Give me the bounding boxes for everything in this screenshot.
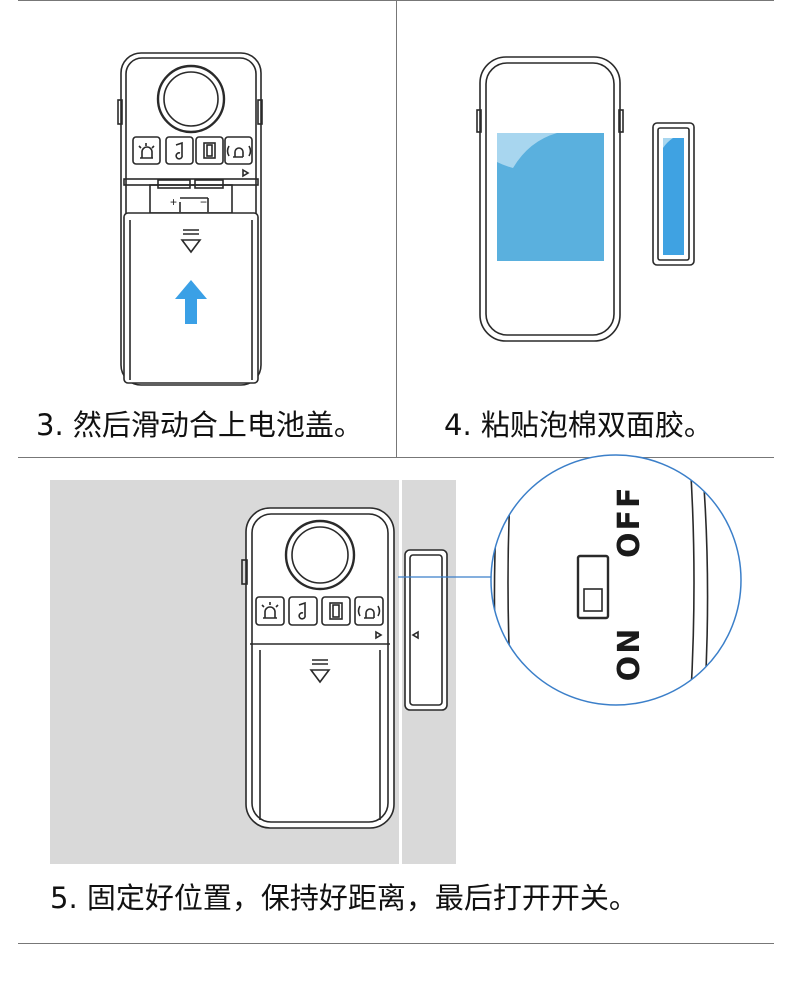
battery-minus-label: −	[200, 195, 207, 209]
switch-off-label: OFF	[612, 485, 647, 559]
step3-illustration: + −	[117, 52, 263, 386]
row-divider	[18, 457, 774, 458]
step5-caption: 5. 固定好位置，保持好距离，最后打开开关。	[50, 880, 638, 916]
step4-number: 4.	[444, 408, 472, 442]
slide-up-arrow	[175, 280, 207, 324]
step3-icon-row	[132, 136, 253, 165]
step3-caption: 3. 然后滑动合上电池盖。	[36, 407, 363, 443]
column-divider	[396, 0, 397, 458]
foam-tape-peel	[497, 133, 557, 168]
step3-number: 3.	[36, 408, 64, 442]
foam-tape-magnet	[663, 138, 684, 255]
bottom-rule	[18, 943, 774, 944]
step5-illustration	[241, 454, 742, 829]
step4-text: 粘贴泡棉双面胶。	[480, 408, 713, 442]
step5-number: 5.	[50, 881, 78, 915]
switch-on-label: ON	[612, 626, 647, 682]
step5-text: 固定好位置，保持好距离，最后打开开关。	[86, 881, 638, 915]
step5-icon-row	[255, 596, 384, 626]
step3-text: 然后滑动合上电池盖。	[72, 408, 363, 442]
battery-plus-label: +	[170, 195, 177, 209]
step4-caption: 4. 粘贴泡棉双面胶。	[444, 407, 713, 443]
step4-illustration	[476, 56, 695, 342]
